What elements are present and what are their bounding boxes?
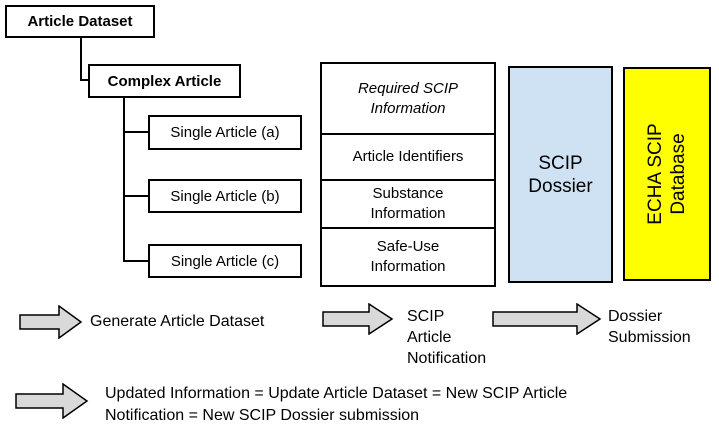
- connector-line-child-vertical: [123, 98, 125, 262]
- required-info-table: Required SCIP Information Article Identi…: [320, 62, 496, 287]
- complex-article-box: Complex Article: [88, 64, 241, 98]
- single-article-a-box: Single Article (a): [148, 115, 302, 150]
- connector-line-root-vertical: [80, 38, 82, 81]
- right-arrow-icon: [492, 303, 602, 335]
- connector-line-root-horizontal: [80, 79, 88, 81]
- update-note: Updated Information = Update Article Dat…: [105, 385, 568, 424]
- right-arrow-icon: [15, 383, 89, 419]
- flow-step-label-generate: Generate Article Dataset: [90, 313, 265, 330]
- flow-step-label-submission: Dossier Submission: [608, 308, 691, 346]
- connector-line-leaf-a: [125, 131, 148, 133]
- echa-scip-database-label: ECHA SCIP Database: [645, 123, 689, 225]
- flow-step-label-notification: SCIP Article Notification: [407, 308, 487, 367]
- info-table-row-substance-information: Substance Information: [322, 179, 494, 227]
- info-table-row-safe-use-information: Safe-Use Information: [322, 227, 494, 285]
- flow-arrow-icon: [19, 305, 83, 339]
- info-table-row-article-identifiers: Article Identifiers: [322, 133, 494, 179]
- info-table-header: Required SCIP Information: [357, 79, 459, 117]
- article-dataset-box: Article Dataset: [5, 5, 155, 38]
- connector-line-leaf-c: [125, 260, 148, 262]
- right-arrow-icon: [322, 303, 394, 335]
- connector-line-leaf-b: [125, 195, 148, 197]
- single-article-b-box: Single Article (b): [148, 179, 302, 213]
- right-arrow-icon: [19, 305, 83, 339]
- flow-arrow-icon: [322, 303, 394, 335]
- scip-dossier-box: SCIP Dossier: [508, 66, 613, 283]
- single-article-c-box: Single Article (c): [148, 244, 302, 278]
- flow-arrow-icon: [15, 383, 89, 419]
- flow-arrow-icon: [492, 303, 602, 335]
- echa-scip-database-box: ECHA SCIP Database: [623, 67, 711, 281]
